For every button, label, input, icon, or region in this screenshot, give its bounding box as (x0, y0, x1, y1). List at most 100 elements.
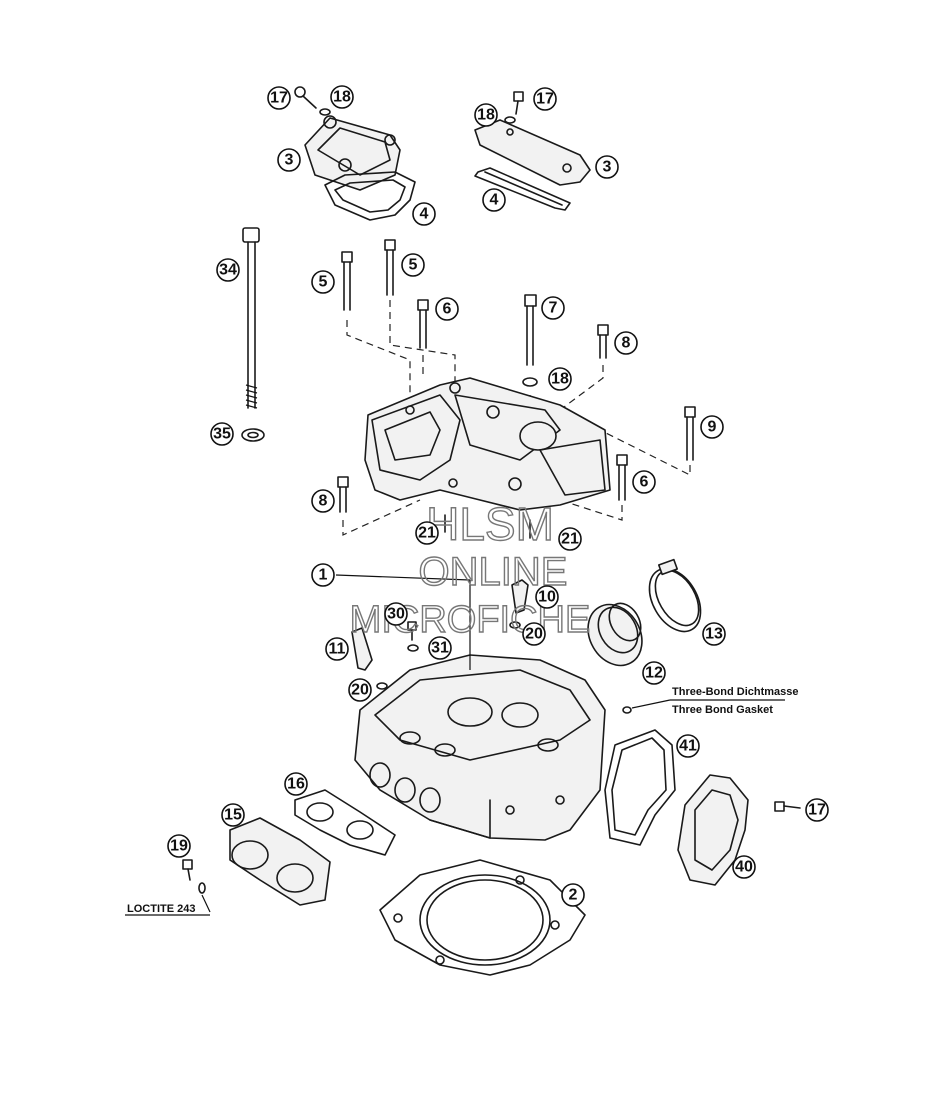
bolt-8b (337, 476, 349, 513)
callout-8b: 8 (311, 489, 335, 513)
gasket-16 (294, 789, 396, 856)
svg-text:41: 41 (679, 738, 697, 755)
hose-clamp-13 (648, 558, 702, 633)
svg-text:19: 19 (170, 838, 188, 855)
callout-3-right: 3 (595, 155, 619, 179)
washer-35 (241, 428, 265, 442)
svg-text:17: 17 (808, 802, 826, 819)
valve-cover-left (304, 115, 401, 191)
svg-text:3: 3 (603, 159, 612, 176)
svg-text:11: 11 (329, 641, 346, 658)
bolt-6b (616, 454, 628, 501)
callout-7: 7 (541, 296, 565, 320)
callout-1-leader (335, 574, 471, 670)
valve-cover-gasket-right (474, 167, 571, 211)
callout-30: 30 (384, 602, 408, 626)
svg-text:2: 2 (569, 887, 578, 904)
gasket-41 (604, 729, 676, 846)
callout-18-top-left: 18 (330, 85, 354, 109)
svg-text:4: 4 (420, 206, 429, 223)
seal-20a (509, 621, 521, 629)
svg-text:18: 18 (477, 107, 495, 124)
callout-31: 31 (428, 636, 452, 660)
bolt-8a (597, 324, 609, 359)
bolt-17-cover (774, 801, 801, 812)
svg-text:10: 10 (538, 589, 556, 606)
callout-1: 1 (311, 563, 335, 587)
callout-17-top-right: 17 (533, 87, 557, 111)
stud-34 (242, 227, 260, 409)
svg-text:13: 13 (705, 626, 723, 643)
svg-text:3: 3 (285, 152, 294, 169)
callout-8a: 8 (614, 331, 638, 355)
svg-text:7: 7 (549, 300, 558, 317)
svg-text:5: 5 (409, 257, 418, 274)
svg-text:20: 20 (351, 682, 369, 699)
callout-11: 11 (325, 637, 349, 661)
svg-text:8: 8 (622, 335, 631, 352)
bolt-9 (684, 406, 696, 461)
svg-text:21: 21 (418, 525, 436, 542)
callout-6b: 6 (632, 470, 656, 494)
svg-text:8: 8 (319, 493, 328, 510)
bolt-17-right (504, 91, 524, 124)
bolt-7 (522, 294, 538, 387)
callout-21b: 21 (558, 527, 582, 551)
callout-15: 15 (221, 803, 245, 827)
watermark-line1: HLSM (426, 498, 554, 550)
callout-17-right: 17 (805, 798, 829, 822)
valve-cover-gasket-left (324, 171, 416, 221)
cover-40 (677, 774, 749, 886)
bolt-5b (384, 239, 396, 296)
svg-text:1: 1 (319, 567, 328, 584)
svg-text:18: 18 (333, 89, 351, 106)
callout-18-mid: 18 (548, 367, 572, 391)
callout-3-left: 3 (277, 148, 301, 172)
note-threebond-en: Three Bond Gasket (672, 704, 773, 716)
valve-part-10 (511, 579, 529, 614)
svg-text:18: 18 (551, 371, 569, 388)
svg-text:15: 15 (224, 807, 242, 824)
svg-text:31: 31 (431, 640, 449, 657)
callout-16: 16 (284, 772, 308, 796)
callout-41: 41 (676, 734, 700, 758)
screw-19 (125, 859, 211, 916)
callout-10: 10 (535, 585, 559, 609)
svg-text:40: 40 (735, 859, 753, 876)
note-threebond-de: Three-Bond Dichtmasse (672, 686, 799, 698)
callout-4-left: 4 (412, 202, 436, 226)
head-gasket-2 (379, 859, 586, 976)
svg-text:17: 17 (536, 91, 554, 108)
callout-13: 13 (702, 622, 726, 646)
svg-text:17: 17 (270, 90, 288, 107)
callout-20b: 20 (348, 678, 372, 702)
svg-text:6: 6 (640, 474, 649, 491)
valve-part-11 (351, 627, 373, 671)
svg-text:6: 6 (443, 301, 452, 318)
bolt-6a (417, 299, 429, 349)
callout-5b: 5 (401, 253, 425, 277)
svg-text:16: 16 (287, 776, 305, 793)
seal-20b (376, 682, 388, 690)
callout-40: 40 (732, 855, 756, 879)
svg-text:5: 5 (319, 274, 328, 291)
callout-17-top-left: 17 (267, 86, 291, 110)
callout-34: 34 (216, 258, 240, 282)
callout-19: 19 (167, 834, 191, 858)
cylinder-head (354, 654, 606, 841)
svg-text:4: 4 (490, 192, 499, 209)
callout-21a: 21 (415, 521, 439, 545)
intake-flange-15 (229, 817, 331, 906)
bolt-17-left (294, 86, 331, 116)
callout-18-top-right: 18 (474, 103, 498, 127)
svg-text:12: 12 (645, 665, 663, 682)
intake-rubber-12 (587, 602, 643, 667)
callout-20a: 20 (522, 622, 546, 646)
valve-cover-right (474, 119, 591, 186)
callout-2: 2 (561, 883, 585, 907)
svg-text:21: 21 (561, 531, 579, 548)
callout-35: 35 (210, 422, 234, 446)
svg-text:20: 20 (525, 626, 543, 643)
svg-text:30: 30 (387, 606, 405, 623)
